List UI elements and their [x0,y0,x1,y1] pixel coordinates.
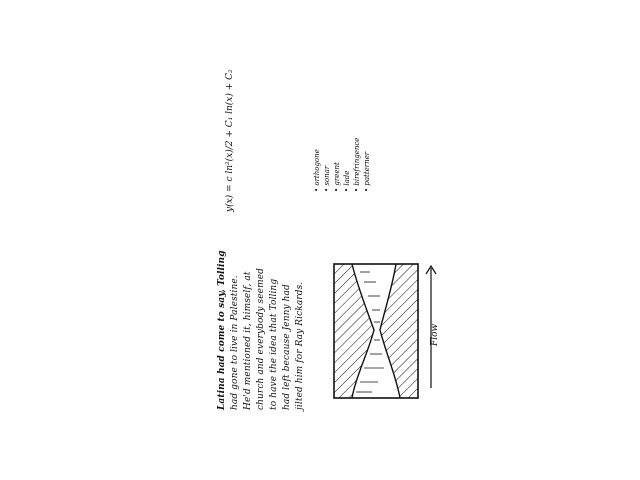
list-item: • greent [332,138,342,192]
list-item: • lade [342,138,352,192]
list-item: • orthogone [312,138,322,192]
paragraph-line: had gone to live in Palestine. [229,270,242,410]
flow-label: Flow [430,324,440,346]
right-wall-hatch [380,264,418,398]
paragraph-line: church and everybody seemed [255,270,268,410]
paragraph-line: jilted him for Ray Rickards. [294,270,307,410]
paragraph-line: had left because Jenny had [281,270,294,410]
left-wall-hatch [334,264,374,398]
list-item: • patterner [362,138,372,192]
handwritten-paragraph: Latina had come to say, Tolling had gone… [216,270,307,410]
channel-flow-sketch [330,258,424,404]
handwritten-equation: y(x) = c ln²(x)/2 + C₁ ln(x) + C₂ [224,69,236,212]
list-item: • birefringence [352,138,362,192]
paragraph-line: He'd mentioned it, himself, at [242,270,255,410]
paragraph-line: Latina had come to say, Tolling [216,270,229,410]
bullet-list: • orthogone • sonar • greent • lade • bi… [312,138,372,192]
list-item: • sonar [322,138,332,192]
paragraph-line: to have the idea that Tolling [268,270,281,410]
